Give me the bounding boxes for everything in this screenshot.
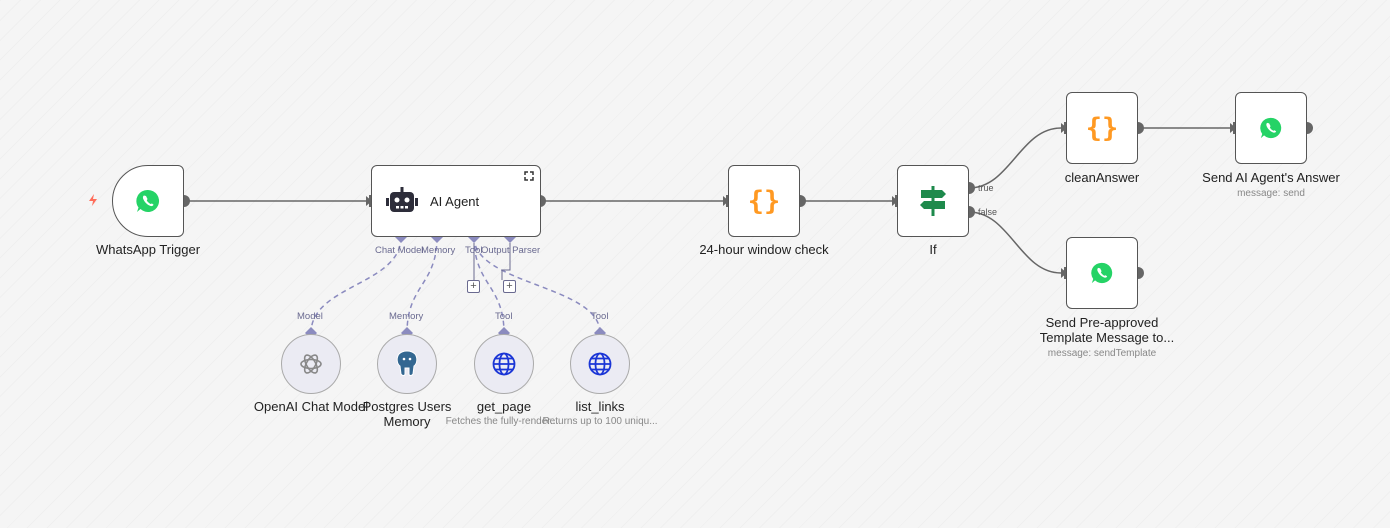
branch-label-true: true: [978, 183, 994, 193]
sub-port-label-tool-1: Tool: [495, 311, 513, 322]
ai-agent-node[interactable]: AI Agent: [371, 165, 541, 237]
svg-text:{}: {}: [748, 186, 780, 217]
add-lines: [473, 243, 511, 280]
send-answer-description: message: send: [1237, 188, 1305, 199]
openai-icon: [300, 354, 322, 374]
whatsapp-icon: [1260, 117, 1282, 139]
postgres-memory-label-line2: Memory: [383, 414, 431, 429]
robot-icon: [386, 187, 418, 212]
whatsapp-icon: [1091, 262, 1113, 284]
whatsapp-trigger-label: WhatsApp Trigger: [95, 242, 201, 257]
code-braces-icon: {}: [748, 186, 780, 217]
postgres-memory-node[interactable]: [377, 334, 437, 394]
list-links-label: list_links: [575, 399, 625, 414]
list-links-description: Returns up to 100 uniqu...: [542, 416, 658, 427]
trigger-bolt-icon: [89, 194, 97, 206]
svg-text:{}: {}: [1086, 113, 1118, 144]
get-page-node[interactable]: [474, 334, 534, 394]
port-label-tool: Tool: [465, 245, 483, 256]
send-template-label-line2: Template Message to...: [1039, 330, 1175, 345]
add-tool-button[interactable]: +: [467, 280, 480, 293]
port-label-output-parser: Output Parser: [481, 245, 541, 256]
whatsapp-trigger-node[interactable]: [112, 165, 184, 237]
send-answer-label: Send AI Agent's Answer: [1202, 170, 1340, 185]
window-check-node[interactable]: {}: [728, 165, 800, 237]
globe-icon: [492, 352, 516, 376]
whatsapp-icon: [136, 189, 160, 212]
sub-port-diamonds[interactable]: [305, 231, 606, 339]
postgres-elephant-icon: [396, 350, 418, 376]
openai-chat-model-label: OpenAI Chat Model: [253, 399, 369, 414]
input-handles[interactable]: [369, 122, 1236, 279]
postgres-memory-label-line1: Postgres Users: [362, 399, 452, 414]
ai-agent-title: AI Agent: [430, 193, 480, 209]
port-label-chat-model: Chat Model: [375, 245, 424, 256]
branch-label-false: false: [978, 207, 998, 217]
window-check-label: 24-hour window check: [699, 242, 829, 257]
send-template-description: message: sendTemplate: [1047, 348, 1157, 359]
expand-icon[interactable]: [523, 170, 535, 182]
sub-port-label-memory: Memory: [389, 311, 424, 322]
clean-answer-node[interactable]: {}: [1066, 92, 1138, 164]
if-label: If: [929, 242, 937, 257]
if-node[interactable]: [897, 165, 969, 237]
list-links-node[interactable]: [570, 334, 630, 394]
openai-chat-model-node[interactable]: [281, 334, 341, 394]
add-output-parser-button[interactable]: +: [503, 280, 516, 293]
connection-if-false-send-template[interactable]: [968, 211, 1062, 274]
code-braces-icon: {}: [1086, 113, 1118, 144]
sub-port-label-model: Model: [297, 311, 323, 322]
send-answer-node[interactable]: [1235, 92, 1307, 164]
send-template-label-line1: Send Pre-approved: [1045, 315, 1159, 330]
globe-icon: [588, 352, 612, 376]
signpost-icon: [920, 186, 946, 216]
sub-connection-list-links[interactable]: [473, 236, 601, 334]
sub-port-label-tool-2: Tool: [591, 311, 609, 322]
connection-if-true-clean-answer[interactable]: [968, 127, 1062, 189]
clean-answer-label: cleanAnswer: [1064, 170, 1140, 185]
port-label-memory: Memory: [421, 245, 456, 256]
send-template-node[interactable]: [1066, 237, 1138, 309]
get-page-label: get_page: [476, 399, 532, 414]
get-page-description: Fetches the fully-render...: [445, 416, 559, 427]
